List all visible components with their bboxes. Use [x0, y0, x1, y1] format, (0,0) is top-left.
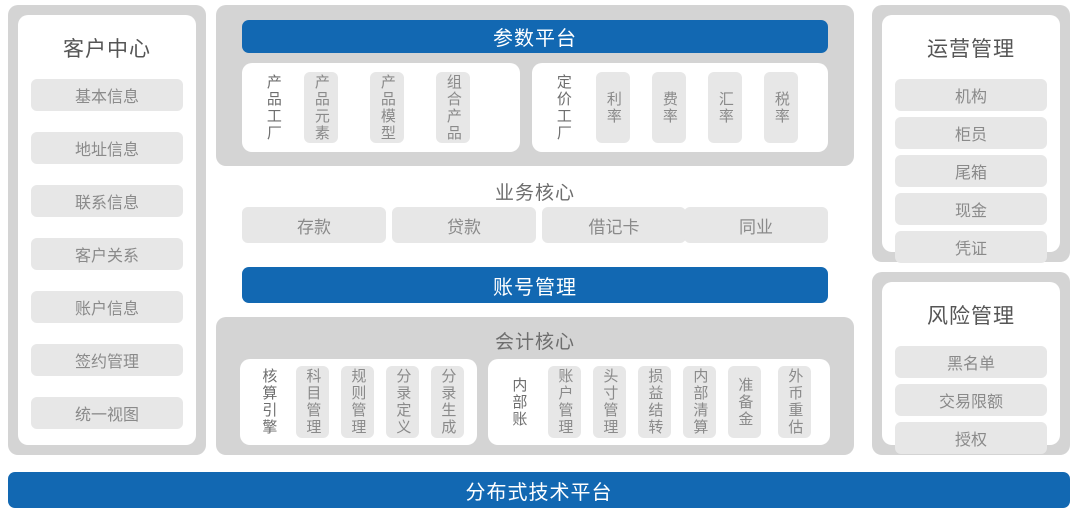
- sidebar-item-address-info[interactable]: 地址信息: [31, 132, 183, 164]
- distributed-tech-platform-bar: 分布式技术平台: [8, 472, 1070, 508]
- chip-tax-rate[interactable]: 税率: [764, 72, 798, 143]
- accounting-engine-card: 核算引擎 科目管理 规则管理 分录定义 分录生成: [240, 359, 477, 445]
- chip-exchange-rate[interactable]: 汇率: [708, 72, 742, 143]
- operations-title: 运营管理: [927, 38, 1015, 61]
- account-management-bar: 账号管理: [242, 267, 828, 303]
- product-factory-card: 产品工厂 产品元素 产品模型 组合产品: [242, 63, 520, 152]
- chip-internal-clearing[interactable]: 内部清算: [683, 366, 716, 438]
- risk-item-blacklist[interactable]: 黑名单: [895, 346, 1047, 378]
- sidebar-item-account-info[interactable]: 账户信息: [31, 291, 183, 323]
- ops-item-cash[interactable]: 现金: [895, 193, 1047, 225]
- chip-provision[interactable]: 准备金: [728, 366, 761, 438]
- chip-loan[interactable]: 贷款: [392, 207, 536, 243]
- chip-product-model[interactable]: 产品模型: [370, 72, 404, 143]
- ops-item-voucher[interactable]: 凭证: [895, 231, 1047, 263]
- sidebar-item-unified-view[interactable]: 统一视图: [31, 397, 183, 429]
- accounting-core-title: 会计核心: [494, 332, 575, 353]
- operations-panel: 运营管理 机构 柜员 尾箱 现金 凭证: [872, 5, 1070, 263]
- internal-account-label: 内部账: [510, 376, 528, 428]
- center-column: 参数平台 产品工厂 产品元素 产品模型 组合产品 定价工厂 利率 费率 汇率 税…: [216, 5, 854, 455]
- risk-title: 风险管理: [927, 305, 1015, 328]
- chip-position-mgmt[interactable]: 头寸管理: [593, 366, 626, 438]
- risk-card: 风险管理 黑名单 交易限额 授权: [882, 282, 1060, 454]
- accounting-core-panel: 会计核心 核算引擎 科目管理 规则管理 分录定义 分录生成 内部账 账户管理 头…: [216, 317, 854, 455]
- chip-combined-product[interactable]: 组合产品: [436, 72, 470, 143]
- chip-interbank[interactable]: 同业: [684, 207, 828, 243]
- chip-deposit[interactable]: 存款: [242, 207, 386, 243]
- sidebar-item-contact-info[interactable]: 联系信息: [31, 185, 183, 217]
- chip-rule-mgmt[interactable]: 规则管理: [341, 366, 374, 438]
- internal-account-card: 内部账 账户管理 头寸管理 损益结转 内部清算 准备金 外币重估: [488, 359, 830, 445]
- ops-item-teller[interactable]: 柜员: [895, 117, 1047, 149]
- chip-entry-definition[interactable]: 分录定义: [386, 366, 419, 438]
- parameter-platform-title: 参数平台: [242, 20, 828, 53]
- risk-item-txn-limit[interactable]: 交易限额: [895, 384, 1047, 416]
- chip-interest-rate[interactable]: 利率: [596, 72, 630, 143]
- chip-pnl-carryover[interactable]: 损益结转: [638, 366, 671, 438]
- sidebar-item-contract-mgmt[interactable]: 签约管理: [31, 344, 183, 376]
- chip-entry-generation[interactable]: 分录生成: [431, 366, 464, 438]
- customer-center-panel: 客户中心 基本信息 地址信息 联系信息 客户关系 账户信息 签约管理 统一视图: [8, 5, 206, 455]
- ops-item-cash-box[interactable]: 尾箱: [895, 155, 1047, 187]
- risk-item-authorization[interactable]: 授权: [895, 422, 1047, 454]
- customer-center-card: 客户中心 基本信息 地址信息 联系信息 客户关系 账户信息 签约管理 统一视图: [18, 15, 196, 445]
- chip-debit-card[interactable]: 借记卡: [542, 207, 686, 243]
- chip-subject-mgmt[interactable]: 科目管理: [296, 366, 329, 438]
- operations-card: 运营管理 机构 柜员 尾箱 现金 凭证: [882, 15, 1060, 263]
- accounting-engine-label: 核算引擎: [260, 368, 278, 436]
- chip-account-mgmt[interactable]: 账户管理: [548, 366, 581, 438]
- product-factory-label: 产品工厂: [264, 73, 282, 142]
- ops-item-institution[interactable]: 机构: [895, 79, 1047, 111]
- pricing-factory-card: 定价工厂 利率 费率 汇率 税率: [532, 63, 828, 152]
- business-core-title: 业务核心: [494, 183, 575, 204]
- sidebar-item-basic-info[interactable]: 基本信息: [31, 79, 183, 111]
- risk-panel: 风险管理 黑名单 交易限额 授权: [872, 272, 1070, 455]
- chip-fee-rate[interactable]: 费率: [652, 72, 686, 143]
- parameter-platform-panel: 参数平台 产品工厂 产品元素 产品模型 组合产品 定价工厂 利率 费率 汇率 税…: [216, 5, 854, 166]
- chip-fx-revaluation[interactable]: 外币重估: [778, 366, 811, 438]
- chip-product-element[interactable]: 产品元素: [304, 72, 338, 143]
- sidebar-item-relationship[interactable]: 客户关系: [31, 238, 183, 270]
- customer-center-title: 客户中心: [63, 38, 151, 61]
- pricing-factory-label: 定价工厂: [554, 73, 572, 142]
